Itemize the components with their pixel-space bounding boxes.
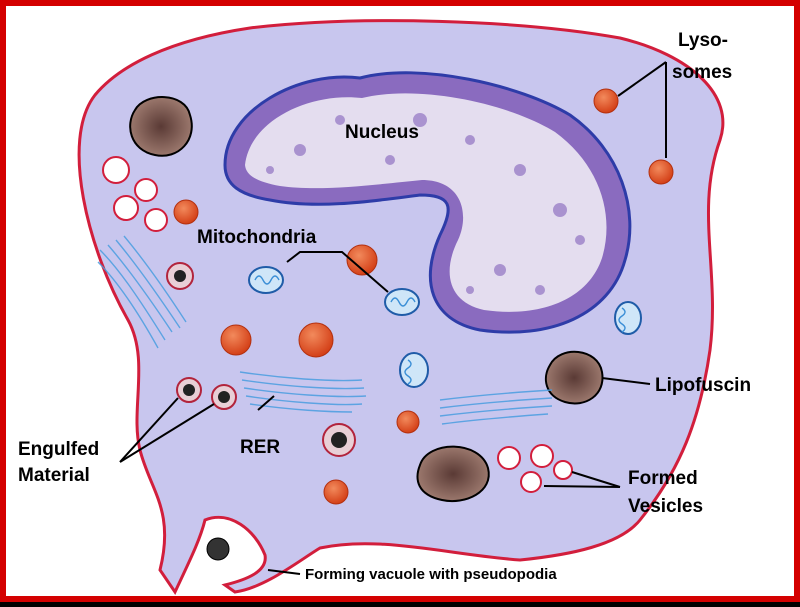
lipofuscin-bodies — [129, 96, 604, 503]
vesicles — [102, 156, 573, 493]
engulfed-particles — [166, 262, 356, 561]
mitochondria-label: Mitochondria — [197, 227, 317, 248]
mitochondrion — [384, 288, 420, 316]
lysosome — [323, 479, 349, 505]
vesicle — [497, 446, 521, 470]
lysosome — [396, 410, 420, 434]
leader-lines — [119, 61, 667, 575]
nucleus: Nucleus — [223, 71, 632, 334]
vacuole-particle — [206, 537, 230, 561]
vesicle — [113, 195, 139, 221]
lysosome — [173, 199, 199, 225]
vesicle — [553, 460, 573, 480]
lysosome — [220, 324, 252, 356]
mitochondria — [248, 266, 642, 388]
formed-vesicles-label-line2: Vesicles — [628, 496, 703, 517]
vesicle — [102, 156, 130, 184]
lipofuscin-granule — [416, 445, 490, 503]
lysosomes — [173, 88, 674, 505]
nucleus-interior — [245, 93, 607, 312]
mitochondrion — [248, 266, 284, 294]
mitochondrion — [614, 301, 642, 335]
lysosomes-label-line1: Lyso- — [678, 30, 728, 51]
vacuole-label: Forming vacuole with pseudopodia — [305, 566, 557, 583]
rer-stack — [439, 389, 553, 425]
vesicle — [134, 178, 158, 202]
mitochondria-cristae — [254, 275, 626, 385]
lipofuscin-label: Lipofuscin — [655, 375, 751, 396]
lysosome — [298, 322, 334, 358]
nucleus-label: Nucleus — [345, 122, 419, 143]
formed-vesicles-label-line1: Formed — [628, 468, 698, 489]
engulfed-label-line1: Engulfed — [18, 439, 99, 460]
mitochondrion — [399, 352, 429, 388]
rer-stack — [97, 235, 187, 349]
vesicle — [520, 471, 542, 493]
vesicle — [530, 444, 554, 468]
lysosome — [346, 244, 378, 276]
lysosome — [648, 159, 674, 185]
chromatin-spots — [266, 113, 585, 295]
vesicle — [144, 208, 168, 232]
rer-label: RER — [240, 437, 280, 458]
lipofuscin-granule — [544, 350, 604, 405]
lysosomes-label-line2: somes — [672, 62, 732, 83]
lipofuscin-granule — [129, 96, 193, 157]
engulfed-label-line2: Material — [18, 465, 90, 486]
lysosome — [593, 88, 619, 114]
